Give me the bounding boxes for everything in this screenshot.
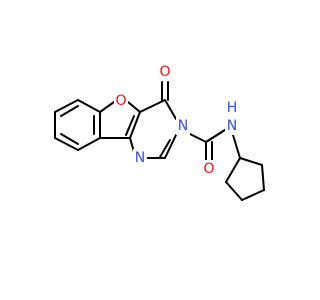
bond xyxy=(241,189,265,201)
bond xyxy=(54,99,79,113)
bond xyxy=(60,105,79,117)
bond xyxy=(127,101,141,113)
furan-oxygen-label: O xyxy=(115,93,126,109)
bond xyxy=(164,99,177,120)
bond xyxy=(60,133,79,145)
bond xyxy=(205,129,226,143)
atom-label-bg xyxy=(158,63,172,81)
atom-label-bg xyxy=(202,160,216,178)
bond xyxy=(99,101,115,113)
amide-hydrogen-label: H xyxy=(227,100,238,116)
bond xyxy=(232,134,241,159)
ring-nitrogen-1-label: N xyxy=(135,150,145,166)
atom-labels: O O N N O N H xyxy=(114,63,239,178)
bond xyxy=(225,157,241,183)
bond xyxy=(164,134,177,159)
molecule-diagram: O O N N O N H xyxy=(54,63,265,201)
bond xyxy=(239,157,263,166)
bond xyxy=(261,164,265,191)
atom-label-bg xyxy=(176,117,190,135)
bond xyxy=(77,99,101,113)
atom-label-bg xyxy=(114,92,128,110)
bond xyxy=(125,115,135,136)
atom-label-bg xyxy=(225,117,239,135)
atom-label-bg xyxy=(225,99,239,117)
bond xyxy=(139,99,166,113)
amide-oxygen-label: O xyxy=(203,161,214,177)
bond xyxy=(129,111,141,139)
bond xyxy=(54,137,79,151)
bonds xyxy=(54,81,265,201)
bond xyxy=(77,137,101,151)
amide-nitrogen-label: N xyxy=(227,118,237,134)
bond xyxy=(159,139,171,158)
ring-nitrogen-3-label: N xyxy=(178,118,188,134)
ring-carbonyl-oxygen-label: O xyxy=(159,64,170,80)
atom-label-bg xyxy=(133,149,147,167)
bond xyxy=(225,181,243,201)
